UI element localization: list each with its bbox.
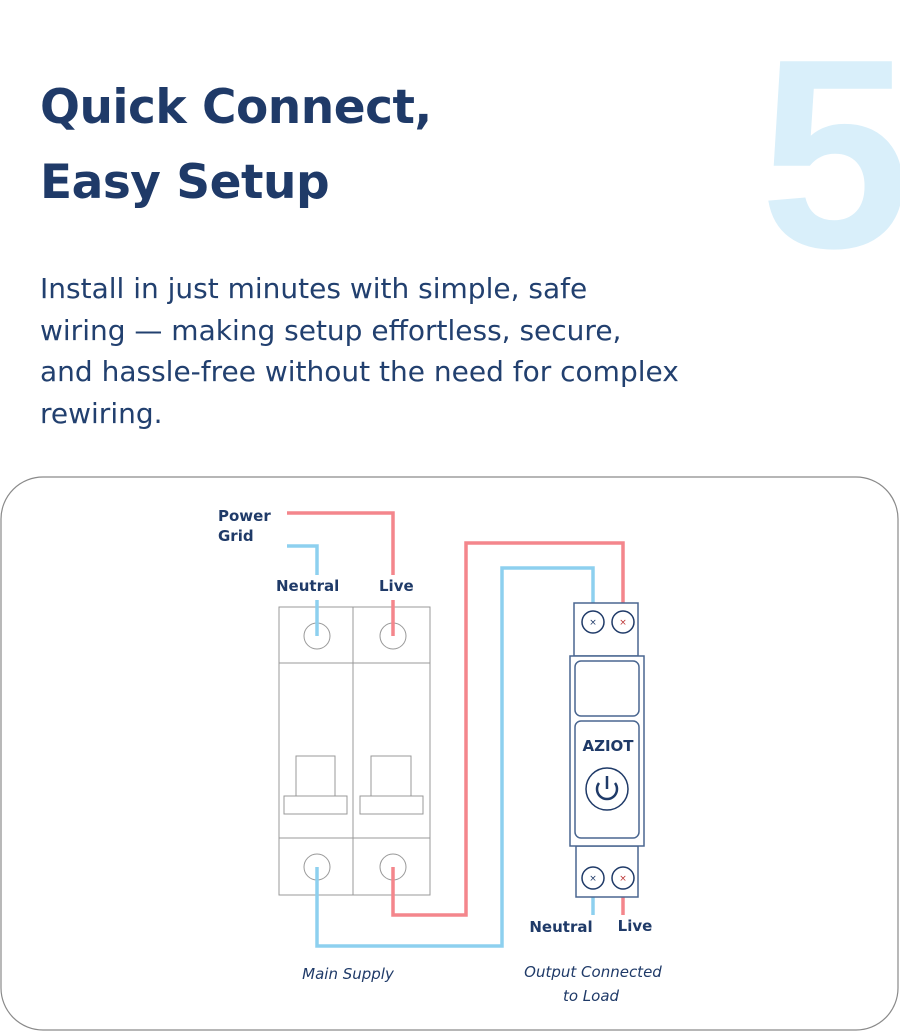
breaker-toggle — [370, 755, 412, 797]
aziot-switch-device — [569, 602, 645, 898]
live-wire-in — [287, 511, 395, 575]
power-grid-label: Power — [218, 507, 271, 525]
neutral-wire-out — [315, 566, 595, 948]
neutral-wire-in — [287, 544, 319, 575]
circuit-breaker — [278, 606, 431, 896]
output-live-label: Live — [618, 917, 653, 935]
device-brand-logo: AZIOT — [582, 737, 634, 755]
svg-text:×: × — [589, 618, 597, 628]
output-label: Output Connected — [524, 963, 662, 981]
diagram-frame — [0, 476, 899, 1031]
page-title: Quick Connect, Easy Setup — [40, 70, 432, 220]
svg-text:×: × — [619, 874, 627, 884]
title-line-2: Easy Setup — [40, 155, 330, 210]
terminal-markers: × × × × — [589, 618, 627, 884]
power-icon — [595, 782, 619, 801]
breaker-neutral-label: Neutral — [276, 577, 339, 595]
power-grid-label-2: Grid — [218, 527, 254, 545]
step-number: 5 — [760, 4, 900, 305]
output-neutral-label: Neutral — [529, 918, 592, 936]
output-label-2: to Load — [563, 987, 620, 1005]
svg-text:×: × — [589, 874, 597, 884]
breaker-live-label: Live — [379, 577, 414, 595]
live-wire-out — [391, 541, 625, 917]
main-supply-label: Main Supply — [302, 965, 395, 983]
breaker-toggle — [295, 755, 336, 797]
description: Install in just minutes with simple, saf… — [40, 272, 679, 430]
title-line-1: Quick Connect, — [40, 80, 432, 135]
svg-text:×: × — [619, 618, 627, 628]
